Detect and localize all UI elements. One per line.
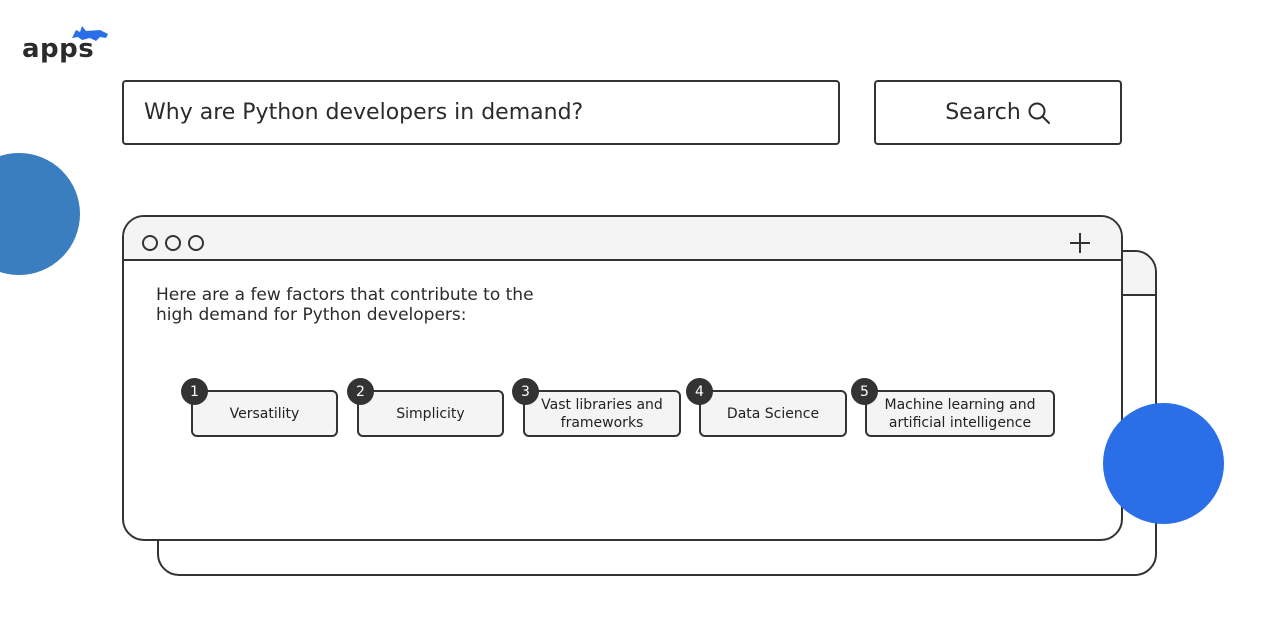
search-button-label: Search — [945, 100, 1021, 125]
apps-logo[interactable]: apps — [22, 24, 114, 68]
factor-card: Simplicity — [357, 390, 504, 437]
factor-number-badge: 4 — [686, 378, 713, 405]
factor-label: Simplicity — [396, 405, 465, 422]
factor-label: Machine learning and artificial intellig… — [884, 396, 1036, 431]
factor-label: Versatility — [229, 405, 300, 422]
rhino-icon — [72, 26, 108, 41]
factor-card: Machine learning and artificial intellig… — [865, 390, 1055, 437]
factor-label: Vast libraries and frameworks — [541, 396, 663, 431]
factor-card: Vast libraries and frameworks — [523, 390, 681, 437]
factor-number-badge: 3 — [512, 378, 539, 405]
factor-number-badge: 1 — [181, 378, 208, 405]
window-dot-icon[interactable] — [188, 235, 204, 251]
decorative-circle-left — [0, 153, 80, 275]
factor-label: Data Science — [726, 405, 820, 422]
search-query-text: Why are Python developers in demand? — [144, 100, 584, 125]
decorative-circle-right — [1103, 403, 1224, 524]
factor-card: Versatility — [191, 390, 338, 437]
factor-number-badge: 2 — [347, 378, 374, 405]
answer-window: Here are a few factors that contribute t… — [122, 215, 1123, 541]
search-button[interactable]: Search — [874, 80, 1122, 145]
window-title-bar — [124, 217, 1121, 261]
search-input[interactable]: Why are Python developers in demand? — [122, 80, 840, 145]
answer-intro: Here are a few factors that contribute t… — [156, 285, 596, 325]
window-dot-icon[interactable] — [165, 235, 181, 251]
factor-number-badge: 5 — [851, 378, 878, 405]
window-dot-icon[interactable] — [142, 235, 158, 251]
plus-icon[interactable] — [1069, 232, 1091, 254]
answer-intro-line: high demand for Python developers: — [156, 305, 467, 325]
magnifier-icon — [1028, 102, 1050, 124]
factor-card: Data Science — [699, 390, 847, 437]
answer-intro-line: Here are a few factors that contribute t… — [156, 285, 534, 305]
